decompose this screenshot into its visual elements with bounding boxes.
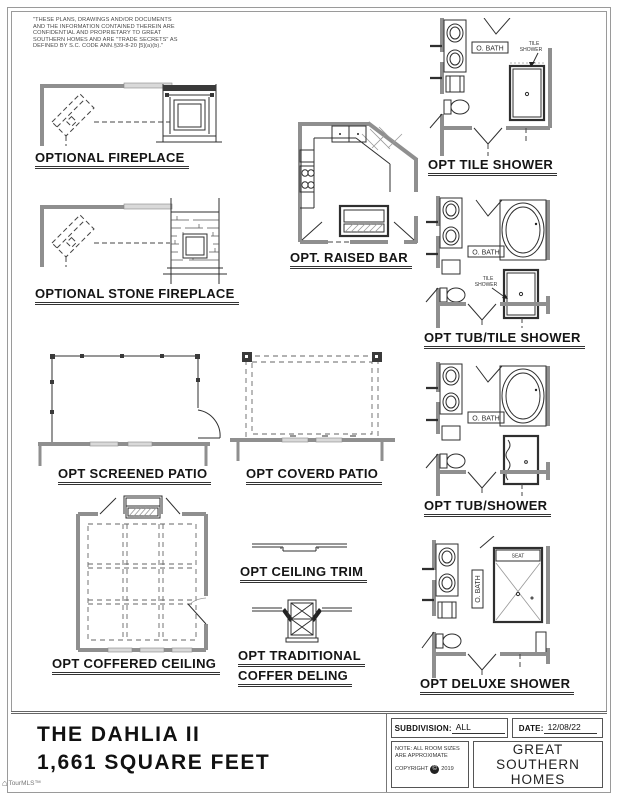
label-optional-stone-fireplace: OPTIONAL STONE FIREPLACE: [35, 286, 239, 305]
date-value: 12/08/22: [543, 722, 597, 734]
subdivision-cell: SUBDIVISION: ALL: [391, 718, 509, 738]
opt-traditional-coffer-drawing: [252, 599, 352, 643]
opt-raised-bar-drawing: [298, 121, 419, 244]
title-block: THE DAHLIA II 1,661 SQUARE FEET SUBDIVIS…: [11, 711, 607, 792]
label-opt-tub-tile-shower: OPT TUB/TILE SHOWER: [424, 330, 585, 349]
optional-stone-fireplace-elevation-drawing: [163, 198, 227, 284]
o-bath-room-label: O. BATH: [472, 250, 499, 257]
tile-shower-note-line2: SHOWER: [520, 47, 543, 53]
house-icon: ⌂: [2, 778, 8, 788]
label-optional-fireplace: OPTIONAL FIREPLACE: [35, 150, 189, 169]
o-bath-room-label: O. BATH: [475, 575, 482, 602]
optional-fireplace-plan-drawing: [40, 82, 173, 146]
optional-fireplace-elevation-drawing: [156, 84, 222, 143]
o-bath-room-label: O. BATH: [476, 46, 503, 53]
label-opt-coffered-ceiling: OPT COFFERED CEILING: [52, 656, 221, 675]
note-line1: NOTE: ALL ROOM SIZES: [395, 746, 460, 752]
label-opt-tile-shower: OPT TILE SHOWER: [428, 157, 558, 176]
watermark-text: TourMLS™: [8, 780, 41, 787]
shower-seat-label: SEAT: [512, 554, 525, 560]
opt-coffered-ceiling-drawing: [76, 495, 208, 653]
disclaimer-line: CONFIDENTIAL AND PROPRIETARY TO GREAT: [33, 30, 162, 37]
opt-deluxe-shower-drawing: O. BATH SEAT: [421, 536, 550, 678]
opt-screened-patio-drawing: [38, 354, 221, 466]
label-opt-traditional-coffer-line1: OPT TRADITIONAL: [238, 648, 365, 667]
tile-shower-note-line1: TILE: [483, 276, 494, 282]
copyright-year: 2019: [441, 766, 454, 773]
company-name-line2: SOUTHERN: [496, 757, 580, 772]
opt-coverd-patio-drawing: [230, 352, 395, 461]
sheet-border-outer: [7, 7, 611, 793]
company-name-line1: GREAT: [512, 742, 564, 757]
note-line2: ARE APPROXIMATE: [395, 752, 448, 759]
tile-shower-note-line2: SHOWER: [475, 282, 498, 288]
disclaimer-line: SOUTHERN HOMES AND ARE "TRADE SECRETS" A…: [33, 36, 178, 43]
opt-tub-shower-drawing: O. BATH: [425, 362, 550, 496]
title-block-right-panel: SUBDIVISION: ALL DATE: 12/08/22 NOTE: AL…: [386, 714, 607, 792]
title-block-name-cell: THE DAHLIA II 1,661 SQUARE FEET: [11, 714, 386, 792]
company-logo-cell: GREAT SOUTHERN HOMES: [473, 741, 603, 788]
tile-shower-note-line1: TILE: [529, 41, 540, 47]
label-opt-coverd-patio: OPT COVERD PATIO: [246, 466, 383, 485]
date-cell: DATE: 12/08/22: [512, 718, 603, 738]
opt-ceiling-trim-drawing: [252, 543, 347, 552]
plan-name: THE DAHLIA II: [37, 723, 201, 746]
date-label: DATE:: [518, 723, 544, 733]
copyright-text: COPYRIGHT: [395, 766, 429, 773]
label-opt-raised-bar: OPT. RAISED BAR: [290, 250, 412, 269]
optional-stone-fireplace-plan-drawing: [40, 203, 173, 267]
label-opt-deluxe-shower: OPT DELUXE SHOWER: [420, 676, 575, 695]
label-opt-screened-patio: OPT SCREENED PATIO: [58, 466, 212, 485]
subdivision-value: ALL: [451, 722, 505, 734]
watermark: ⌂ TourMLS™: [2, 778, 41, 788]
disclaimer-line: "THESE PLANS, DRAWINGS AND/OR DOCUMENTS: [33, 17, 172, 23]
copyright-icon: ©: [430, 765, 440, 775]
label-opt-ceiling-trim: OPT CEILING TRIM: [240, 564, 368, 583]
subdivision-label: SUBDIVISION:: [394, 723, 452, 733]
opt-tub-tile-shower-drawing: O. BATH TILE SHOWER: [425, 196, 550, 328]
plan-square-feet: 1,661 SQUARE FEET: [37, 751, 271, 774]
company-name-line3: HOMES: [510, 772, 566, 787]
label-opt-tub-shower: OPT TUB/SHOWER: [424, 498, 552, 517]
disclaimer-text: "THESE PLANS, DRAWINGS AND/OR DOCUMENTS …: [33, 17, 213, 50]
disclaimer-line: AND THE INFORMATION CONTAINED THEREIN AR…: [33, 23, 175, 30]
disclaimer-line: DEFINED BY S.C. CODE ANN.§39-8-20 [5](a)…: [33, 43, 164, 50]
opt-tile-shower-drawing: O. BATH TILE SHOWER: [429, 18, 552, 156]
o-bath-room-label: O. BATH: [472, 416, 499, 423]
label-opt-traditional-coffer-line2: COFFER DELING: [238, 668, 353, 687]
note-cell: NOTE: ALL ROOM SIZES ARE APPROXIMATE COP…: [391, 741, 469, 788]
